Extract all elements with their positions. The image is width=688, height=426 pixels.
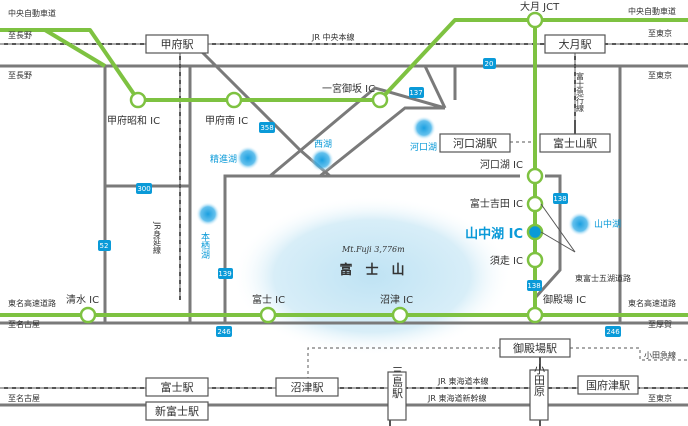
motosuko-label: 本栖湖	[199, 231, 210, 260]
fuji-ic-label: 富士 IC	[252, 293, 285, 306]
kawaguchiko-station[interactable]: 河口湖駅	[453, 137, 497, 150]
shimizu-ic-label: 清水 IC	[66, 293, 99, 306]
numazu-ic-label: 沼津 IC	[380, 293, 413, 306]
route-52-label: 52	[100, 242, 109, 250]
route-138b-label: 138	[527, 282, 540, 290]
subashiri-ic-label: 須走 IC	[490, 255, 523, 267]
gotemba-station[interactable]: 御殿場駅	[513, 341, 557, 355]
to-nagoya-2: 至名古屋	[8, 393, 40, 403]
jr-chuo-line-label: JR 中央本線	[311, 32, 354, 42]
kawaguchiko-lake-label: 河口湖	[410, 141, 437, 153]
yamanakako-ic-highlight[interactable]	[526, 223, 544, 241]
to-nagano-2: 至長野	[8, 71, 32, 80]
kozu-station[interactable]: 国府津駅	[586, 378, 630, 392]
to-tokyo-3: 至東京	[648, 393, 672, 403]
fujisan-station[interactable]: 富士山駅	[553, 136, 597, 150]
yamanakako-lake-label: 山中湖	[594, 218, 621, 230]
otsuki-jct-label: 大月 JCT	[520, 0, 560, 13]
chuo-expressway-right-label: 中央自動車道	[628, 6, 676, 16]
higashi-fuji-goko-road-label: 東富士五湖道路	[575, 273, 631, 283]
odawara-station[interactable]: 小田原	[533, 363, 546, 396]
jr-tokaido-line-label: JR 東海道本線	[437, 376, 488, 386]
to-atsugi: 至厚賀	[648, 319, 672, 329]
route-138a-label: 138	[553, 195, 566, 203]
numazu-station[interactable]: 沼津駅	[291, 380, 324, 394]
route-139-label: 139	[218, 270, 231, 278]
route-300-label: 300	[137, 185, 150, 193]
jr-minobu-line-label: JR身延線	[153, 221, 162, 254]
yamanakako-ic-label[interactable]: 山中湖 IC	[465, 226, 523, 242]
ichinomiya-ic-label: 一宮御坂 IC	[322, 82, 375, 95]
route-246b-label: 246	[606, 328, 620, 336]
to-nagano-1: 至長野	[8, 31, 32, 40]
fuji-station[interactable]: 富士駅	[161, 380, 194, 394]
ic-circles	[79, 11, 544, 324]
shojiko-label: 精進湖	[210, 153, 237, 165]
route-246a-label: 246	[217, 328, 231, 336]
to-tokyo-2: 至東京	[648, 70, 672, 80]
lakes	[196, 116, 592, 236]
fujikyu-line-label: 富士急行線	[576, 71, 585, 112]
route-20-label: 20	[485, 60, 494, 68]
fujiyoshida-ic-label: 富士吉田 IC	[470, 197, 523, 210]
jr-shinkansen-label: JR 東海道新幹線	[427, 393, 486, 403]
general-roads	[0, 38, 688, 407]
otsuki-station[interactable]: 大月駅	[559, 37, 592, 51]
route-shields: 20 137 358 300 52 139 138 138 246 246	[98, 58, 621, 337]
station-boxes	[145, 34, 639, 421]
mt-fuji-label: 富 士 山	[339, 262, 404, 278]
to-nagoya-1: 至名古屋	[8, 319, 40, 329]
kofu-station[interactable]: 甲府駅	[161, 37, 194, 51]
mt-fuji-en-label: Mt.Fuji 3,776m	[341, 245, 405, 254]
to-tokyo-1: 至東京	[648, 28, 672, 38]
odakyu-label: 小田急線	[644, 350, 676, 360]
gotemba-ic-label: 御殿場 IC	[543, 293, 586, 306]
kawaguchiko-ic-label: 河口湖 IC	[480, 159, 523, 171]
kofu-minami-ic-label: 甲府南 IC	[205, 114, 248, 127]
chuo-expressway-left-label: 中央自動車道	[8, 8, 56, 18]
tomei-expressway-left-label: 東名高速道路	[8, 298, 56, 308]
saiko-label: 西湖	[314, 139, 332, 150]
kofu-showa-ic-label: 甲府昭和 IC	[107, 114, 160, 127]
route-137-label: 137	[409, 89, 422, 97]
shin-fuji-station[interactable]: 新富士駅	[155, 404, 199, 418]
route-358-label: 358	[260, 124, 273, 132]
mishima-station[interactable]: 三島駅	[391, 366, 404, 400]
tomei-expressway-right-label: 東名高速道路	[628, 298, 676, 308]
